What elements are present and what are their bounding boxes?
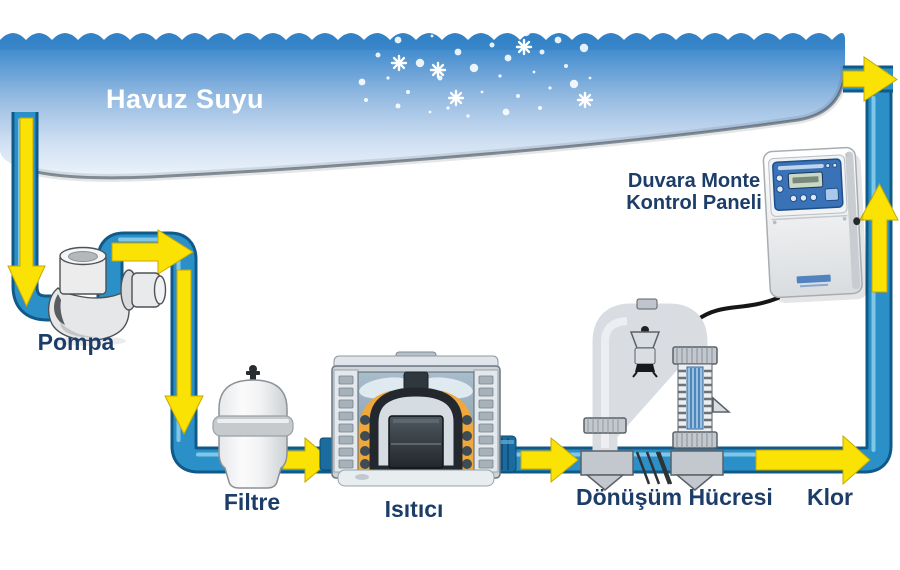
heater-illustration [319,351,517,487]
conversion-cell-label: Dönüşüm Hücresi [576,484,773,510]
control-panel-label-line1: Duvara Monte [627,170,761,192]
cell-top-cap [636,298,658,310]
control-panel-illustration [762,146,868,304]
heater-fan-motor [403,371,429,391]
flow-arrow-right-to-pool [842,56,898,102]
cell-tee-right [670,450,724,476]
pump-body-shade [60,322,96,338]
cell-collar-top [672,346,718,365]
filter-band-highlight [217,419,289,423]
heater-door-panel [388,415,444,469]
heater-door-highlight [393,419,439,423]
cell-collar-top-ribs [676,347,713,364]
heater-right-column [473,369,499,473]
cell-left-flange-ribs [587,418,619,433]
pool-water-body [0,33,845,178]
cell-left-flange [583,417,627,434]
cell-collar-bottom-ribs [676,432,713,448]
cell-collar-bottom [672,431,718,449]
heater-tray-hole [355,474,369,480]
cell-sensor-base [635,364,655,372]
control-cable [695,296,780,322]
panel-lcd-digits [792,176,819,184]
flow-arrow-right-to-cell [520,436,579,484]
cell-sensor-body [634,347,656,365]
bubbles [358,3,594,118]
panel-square-button [824,187,840,202]
heater-left-column [333,369,359,473]
heater-vents [338,375,494,469]
heater-label: Isıtıcı [384,496,444,522]
cell-union-hatch [635,451,673,485]
cell-plate-lines [690,368,700,428]
filter-valve-knob [249,365,257,373]
pump-body [47,286,130,342]
flow-arrow-right-to-heater [282,436,332,484]
control-panel-label: Duvara Monte Kontrol Paneli [616,170,772,215]
cell-tee-left-chevron [584,474,626,491]
chlorine-label: Klor [807,484,853,510]
panel-side-edge [845,151,861,290]
cell-fins [678,369,712,429]
waterline-band [0,36,845,50]
panel-brand-tagline [800,283,829,288]
control-panel-label-line2: Kontrol Paneli [626,192,762,215]
heater-outlet-highlight [492,440,514,444]
cell-bracket [712,396,731,413]
flow-arrow-up-return [859,182,899,293]
heater-tray [337,469,495,487]
panel-side-knob [853,217,861,226]
cell-sensor-legs [632,371,658,378]
flow-arrow-down-suction [7,117,46,308]
conversion-cell-illustration [580,298,731,491]
panel-screw-left [772,220,777,225]
pool-label: Havuz Suyu [106,84,265,114]
cell-tee-right-chevron [674,474,716,491]
cell-tee-left [580,450,634,476]
cell-pipe-highlight [601,317,628,448]
flow-arrow-right-pump-out [111,229,194,275]
heater-burner-dots [360,415,472,469]
flow-arrow-down-to-filter [164,269,204,436]
panel-buttons [775,162,838,203]
filter-label: Filtre [223,489,281,515]
panel-brand-logo [796,274,831,284]
panel-header-text [777,163,824,171]
pump-illustration [47,246,167,346]
flow-arrows [7,56,899,486]
pump-outlet-cap [153,275,167,305]
pump-label: Pompa [37,329,115,355]
panel-screw-top [845,152,850,157]
flow-arrow-right-chlorine [755,434,871,486]
filter-illustration [212,365,294,489]
pump-notch [54,294,65,325]
panel-door-seam [771,214,848,221]
pump-inlet-opening [68,251,98,262]
pool-water [0,3,849,182]
panel-screw-right [842,217,847,221]
water-edge-line [15,65,847,180]
